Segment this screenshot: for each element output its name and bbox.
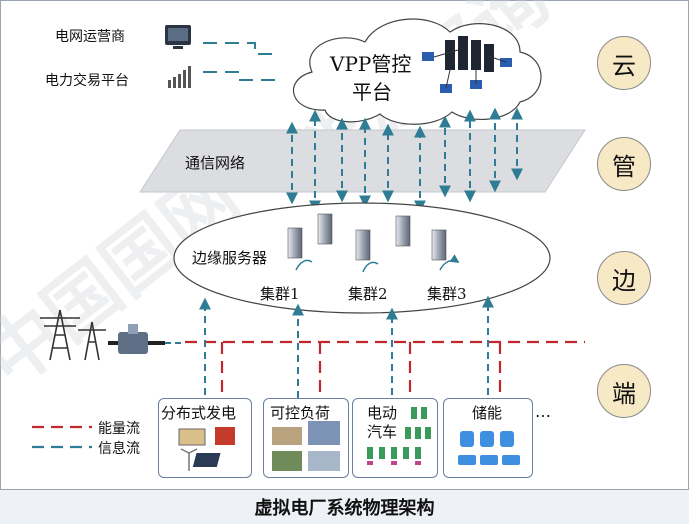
energy-flow-label: 能量流: [98, 421, 140, 437]
transformer-icon: [108, 324, 165, 354]
tier-terminal: 端: [597, 364, 651, 418]
ev-charger-icons: [367, 407, 431, 465]
cloud-title-line2: 平台: [352, 80, 392, 104]
legend-info-links: [203, 42, 282, 81]
power-tower-icon: [40, 309, 106, 361]
energy-flow-lines: [185, 340, 585, 400]
diagram-caption: 虚拟电厂系统物理架构: [254, 498, 435, 519]
monitor-icon: [165, 25, 191, 49]
cluster-3-label: 集群3: [427, 285, 467, 303]
caption-bar: [0, 490, 689, 524]
cluster-1-label: 集群1: [260, 285, 300, 303]
edge-server-icons: [287, 213, 458, 273]
cloud-edge-links: [286, 107, 523, 213]
load-icons: [272, 421, 340, 471]
tier-cloud: 云: [597, 36, 651, 90]
edge-server-label: 边缘服务器: [192, 249, 268, 267]
battery-icons: [458, 431, 520, 465]
terminal-label: 分布式发电: [161, 404, 237, 422]
tier-pipe: 管: [597, 137, 651, 191]
tier-edge: 边: [597, 251, 651, 305]
terminal-energy-storage: 储能: [443, 398, 533, 478]
bar-chart-icon: [168, 66, 191, 88]
generation-icons: [178, 427, 235, 471]
power-trading-label: 电力交易平台: [45, 73, 129, 89]
cluster-2-label: 集群2: [348, 285, 388, 303]
terminal-label: 可控负荷: [270, 404, 331, 422]
info-flow-label: 信息流: [98, 441, 140, 457]
terminal-distributed-generation: 分布式发电: [158, 398, 252, 478]
grid-operator-label: 电网运营商: [55, 29, 125, 45]
server-rack-icon: [422, 36, 512, 93]
terminal-label-line1: 电动: [367, 404, 398, 422]
terminal-edge-links: [199, 295, 494, 398]
terminal-label-line2: 汽车: [367, 423, 398, 441]
terminal-label: 储能: [472, 404, 503, 422]
terminal-electric-vehicle: 电动 汽车: [352, 398, 438, 478]
more-terminals-ellipsis: …: [535, 402, 551, 421]
terminal-controllable-load: 可控负荷: [263, 398, 349, 478]
network-label: 通信网络: [185, 154, 246, 172]
cloud-title-line1: VPP管控: [330, 52, 412, 76]
